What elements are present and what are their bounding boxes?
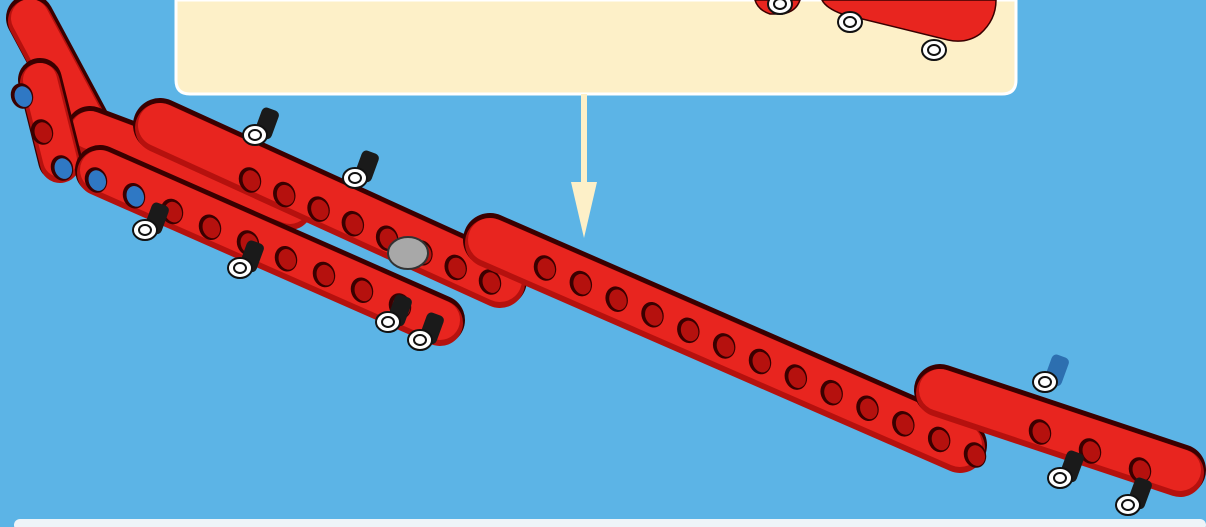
right-beam-holes xyxy=(1028,419,1152,483)
black-friction-pin xyxy=(407,312,444,351)
arrow-head xyxy=(571,182,597,238)
gray-bushing xyxy=(387,236,429,270)
black-friction-pin xyxy=(242,107,279,146)
black-friction-pin xyxy=(1115,477,1152,516)
straight-beam-long-left xyxy=(75,145,465,346)
black-friction-pin xyxy=(132,202,169,241)
black-friction-pin xyxy=(1047,450,1084,489)
preview-beam xyxy=(821,0,997,42)
blue-axle-pin xyxy=(1032,354,1069,393)
callout-beam-preview xyxy=(754,0,997,61)
center-beam-holes xyxy=(533,255,987,468)
black-friction-pin xyxy=(227,240,264,279)
step-arrow xyxy=(571,94,597,238)
callout-panel xyxy=(174,0,1018,96)
arrow-shaft xyxy=(581,94,587,194)
bent-beam-holes xyxy=(10,83,74,181)
black-friction-pin xyxy=(375,294,412,333)
callout-box xyxy=(174,0,1018,96)
black-friction-pin xyxy=(342,150,379,189)
straight-beam-long-top xyxy=(133,98,527,308)
bent-beam-short-arm xyxy=(18,58,82,183)
preview-pins xyxy=(767,0,947,61)
bottom-panel-edge xyxy=(14,519,1206,527)
lego-assembly xyxy=(6,0,1206,516)
